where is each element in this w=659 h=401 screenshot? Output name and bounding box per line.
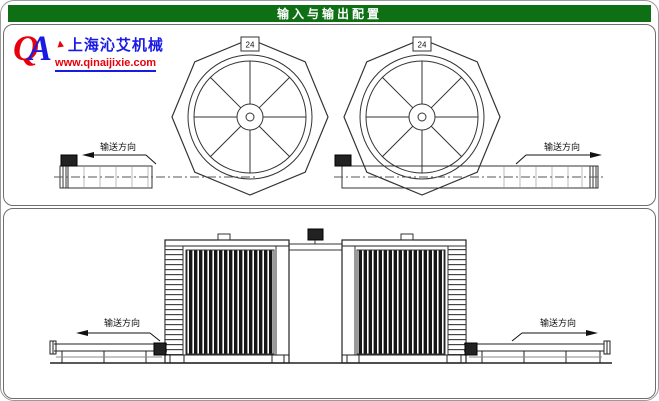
conveyor-drive-motor <box>60 154 78 167</box>
top-view-panel: QA ▲ 上海沁艾机械 www.qinaijixie.com <box>3 24 656 206</box>
infeed-conveyor-front-view <box>49 340 167 363</box>
right-arrow-icon <box>590 152 602 158</box>
company-logo: QA ▲ 上海沁艾机械 www.qinaijixie.com <box>10 30 167 73</box>
direction-annotation-top-left: 输送方向 <box>82 141 157 165</box>
logo-letter-q: Q <box>13 28 39 68</box>
spiral-tower-front-view-right <box>341 233 467 364</box>
logo-text-block: ▲ 上海沁艾机械 www.qinaijixie.com <box>54 32 164 72</box>
direction-annotation-bottom-right: 输送方向 <box>511 317 598 342</box>
website-link[interactable]: www.qinaijixie.com <box>55 57 157 72</box>
spiral-tower-top-view-left <box>171 36 329 196</box>
direction-label: 输送方向 <box>540 317 576 328</box>
direction-label: 输送方向 <box>544 141 580 152</box>
direction-label: 输送方向 <box>104 317 140 328</box>
logo-letter-a: A <box>28 28 53 68</box>
title-bar: 输入与输出配置 <box>8 5 651 22</box>
logo-qa-mark: QA <box>13 30 52 66</box>
outfeed-conveyor-top-view <box>334 154 604 189</box>
direction-annotation-top-right: 输送方向 <box>515 141 602 165</box>
spiral-tower-front-view-left <box>164 233 290 364</box>
conveyor-drive-motor <box>464 342 478 356</box>
top-view-drawing: 24 <box>54 36 604 196</box>
front-view-drawing: 输送方向 输送方向 <box>49 228 612 364</box>
right-arrow-icon <box>586 330 598 336</box>
flame-icon: ▲ <box>54 37 67 51</box>
conveyor-slats <box>503 167 583 187</box>
left-arrow-icon <box>76 330 88 336</box>
infeed-conveyor-top-view <box>54 154 256 189</box>
transfer-bridge <box>289 228 342 251</box>
outfeed-conveyor-front-view <box>464 340 611 363</box>
direction-label: 输送方向 <box>100 141 136 152</box>
company-name: 上海沁艾机械 <box>67 38 164 54</box>
left-arrow-icon <box>82 152 94 158</box>
direction-annotation-bottom-left: 输送方向 <box>76 317 161 342</box>
page-title: 输入与输出配置 <box>276 7 382 21</box>
spiral-tower-top-view-right <box>343 36 501 196</box>
bridge-drive-motor <box>307 228 324 241</box>
front-view-panel: 输送方向 输送方向 <box>3 208 656 399</box>
conveyor-drive-motor <box>153 342 167 356</box>
conveyor-drive-motor <box>334 154 352 167</box>
